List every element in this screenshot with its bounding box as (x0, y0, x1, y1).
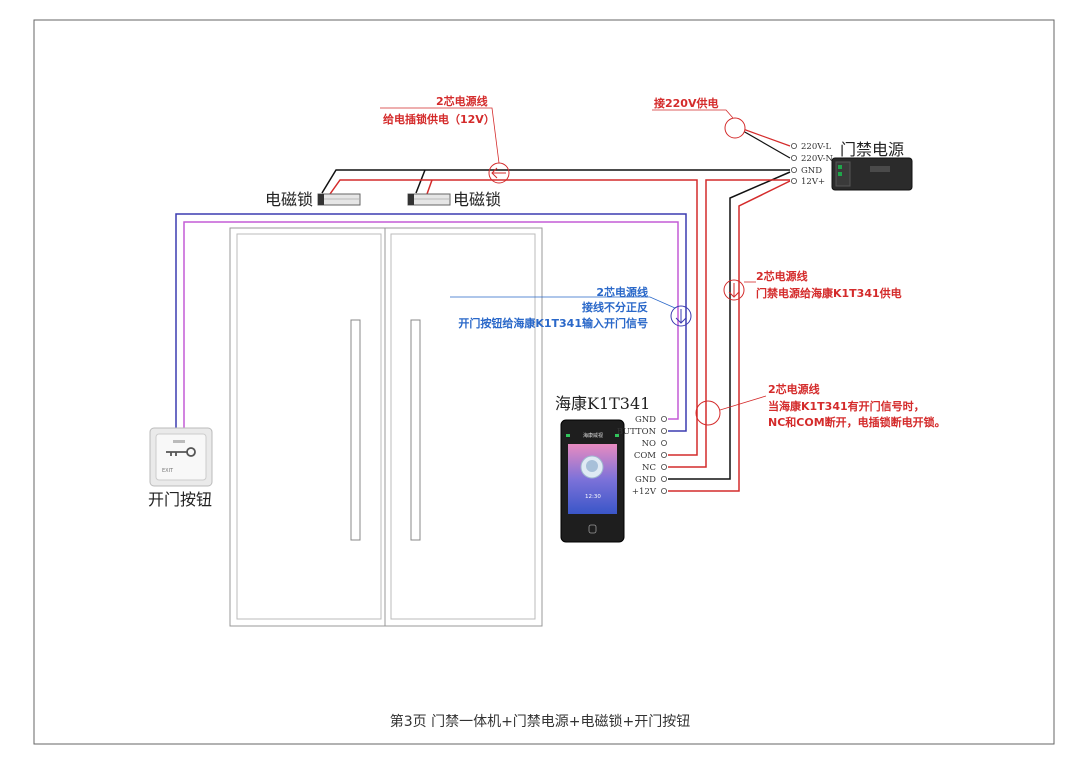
key-icon (166, 451, 188, 456)
terminal-brand-text: 海康威视 (583, 432, 603, 439)
page-footer: 第3页 门禁一体机+门禁电源+电磁锁+开门按钮 (390, 713, 691, 730)
terminal-screen (568, 444, 617, 514)
terminal-pin-block: GND BUTTON NO COM NC GND +12V (617, 415, 668, 497)
exit-button-face: EXIT (162, 468, 174, 474)
note-terminal-power-title: 2芯电源线 (756, 269, 808, 283)
maglock-left-label: 电磁锁 (265, 190, 313, 209)
exit-button-device: EXIT (149, 427, 213, 487)
face-terminal: 海康威视 12:30 (560, 419, 625, 543)
maglock-right-label: 电磁锁 (453, 190, 501, 209)
note-relay-line3: NC和COM断开，电插锁断电开锁。 (768, 415, 946, 429)
wire-black-mains (742, 130, 791, 159)
power-supply-label: 门禁电源 (840, 140, 904, 159)
note-lock-power-title: 2芯电源线 (436, 94, 488, 108)
arrow-down-icon (728, 283, 740, 298)
arrow-left-icon (491, 167, 506, 179)
terminal-label: 海康K1T341 (555, 394, 650, 413)
power-terminal-label: 12V+ (801, 177, 825, 187)
page-frame (33, 19, 1055, 745)
note-mains: 接220V供电 (654, 96, 718, 110)
terminal-pin-label: NC (642, 463, 656, 473)
wire-red-lock (329, 179, 698, 456)
leader-mains (652, 109, 734, 119)
callout-circle-terminal-power (723, 279, 745, 301)
exit-button-label: 开门按钮 (148, 490, 212, 509)
door-handle-right (410, 319, 421, 541)
callout-circle-relay (695, 400, 721, 426)
note-button-line2: 接线不分正反 (582, 300, 648, 314)
terminal-pin-label: COM (634, 451, 656, 461)
wire-black-lock (321, 169, 790, 194)
power-terminal-label: 220V-L (801, 142, 831, 152)
wire-red-com (668, 179, 790, 468)
maglock-left (317, 193, 361, 206)
arrow-down-icon (675, 309, 687, 324)
leader-button (450, 296, 676, 309)
terminal-pin-label: BUTTON (617, 427, 657, 437)
callout-circle-mains (724, 117, 746, 139)
power-terminal-label: GND (801, 166, 822, 176)
wire-red-12v (668, 180, 791, 492)
terminal-clock: 12:30 (585, 494, 601, 500)
power-terminal-label: 220V-N (801, 154, 833, 164)
note-relay-line2: 当海康K1T341有开门信号时， (768, 399, 925, 413)
terminal-pin-label: GND (635, 415, 656, 425)
wire-red-mains (742, 128, 791, 147)
note-button-line3: 开门按钮给海康K1T341输入开门信号 (458, 316, 648, 330)
terminal-pin-label: GND (635, 475, 656, 485)
power-supply (831, 157, 913, 191)
note-terminal-power-desc: 门禁电源给海康K1T341供电 (756, 286, 902, 300)
wire-black-gnd (668, 171, 791, 480)
note-lock-power-desc: 给电插锁供电（12V） (383, 112, 495, 126)
terminal-pin-label: +12V (632, 487, 657, 497)
leader-relay (719, 395, 767, 411)
wire-blue-button (175, 213, 687, 432)
note-relay-title: 2芯电源线 (768, 382, 820, 396)
callout-circle-button (670, 305, 692, 327)
power-terminal-block: 220V-L 220V-N GND 12V+ (791, 142, 833, 187)
note-button-title: 2芯电源线 (596, 285, 648, 299)
terminal-pin-label: NO (642, 439, 656, 449)
wire-purple-button (183, 221, 679, 428)
double-door (229, 227, 543, 627)
leader-lock (380, 107, 500, 164)
door-handle-left (350, 319, 361, 541)
maglock-right (407, 193, 451, 206)
